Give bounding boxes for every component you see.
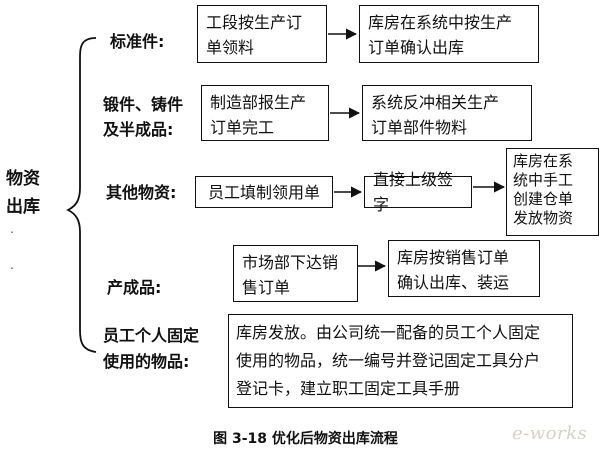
dot-mark-2: . — [10, 258, 14, 272]
box-warehouse-confirm-production-out: 库房在系统中按生产 订单确认出库 — [359, 5, 539, 63]
box-personal-items-issue: 库房发放。由公司统一配备的员工个人固定 使用的物品，统一编号并登记固定工具分户 … — [228, 314, 573, 408]
category-other-materials: 其他物资: — [106, 183, 177, 202]
box-warehouse-confirm-sales-out: 库房按销售订单 确认出库、装运 — [388, 240, 540, 297]
box-supervisor-signature: 直接上级签字 — [364, 170, 472, 214]
main-brace — [65, 37, 97, 353]
dot-mark-1: . — [10, 222, 14, 236]
box-system-backflush: 系统反冲相关生产 订单部件物料 — [362, 85, 532, 141]
category-standard-parts: 标准件: — [110, 32, 165, 51]
watermark-logo: e-works — [512, 423, 588, 444]
box-workshop-requisition: 工段按生产订 单领料 — [197, 5, 327, 63]
category-personal-fixed-items: 员工个人固定 使用的物品: — [103, 326, 200, 371]
figure-caption: 图 3-18 优化后物资出库流程 — [213, 431, 398, 447]
box-warehouse-manual-issue: 库房在系 统中手工 创建仓单 发放物资 — [506, 148, 599, 236]
category-forgings-castings: 锻件、铸件 及半成品: — [103, 95, 184, 139]
box-manufacturing-report-complete: 制造部报生产 订单完工 — [201, 85, 329, 141]
category-finished-products: 产成品: — [107, 278, 162, 297]
box-marketing-sales-order: 市场部下达销 售订单 — [233, 245, 358, 302]
root-label: 物资 出库 — [6, 169, 40, 217]
box-employee-requisition-form: 员工填制领用单 — [195, 176, 333, 208]
